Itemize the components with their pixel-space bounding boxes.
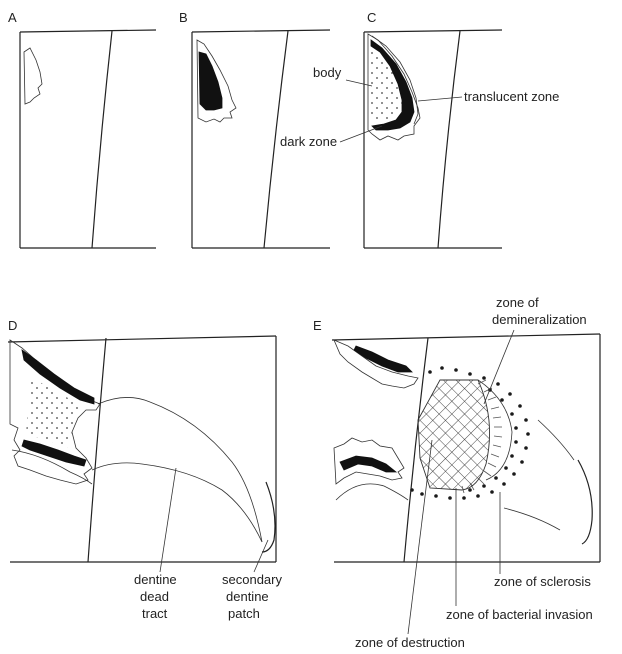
panel-e-dentine-line-lower	[504, 508, 560, 530]
dead-tract-line-2: dead	[140, 589, 169, 604]
zone-of-destruction	[418, 380, 490, 490]
panel-e: E	[313, 295, 600, 650]
panel-a-cavity	[24, 48, 42, 104]
panel-e-dentine-line-upper	[538, 420, 574, 460]
panel-e-label-bacterial: zone of bacterial invasion	[446, 607, 593, 622]
panel-d-dead-tract-lower	[92, 463, 262, 542]
panel-d: D dentine dead tract secondary dentine p…	[8, 318, 282, 621]
panel-c-label-dark: dark zone	[280, 134, 337, 149]
panel-b: B	[179, 10, 330, 248]
panel-e-upper-dark	[354, 346, 412, 372]
panel-e-leader-destruction	[408, 440, 432, 634]
dead-tract-line-3: tract	[142, 606, 168, 621]
dead-tract-line-1: dentine	[134, 572, 177, 587]
panel-e-secondary-dentine-patch	[578, 460, 592, 544]
panel-e-label-sclerosis: zone of sclerosis	[494, 574, 591, 589]
demineralization-line-2: demineralization	[492, 312, 587, 327]
panel-c-label-body: body	[313, 65, 342, 80]
secondary-line-3: patch	[228, 606, 260, 621]
panel-c-label-translucent: translucent zone	[464, 89, 559, 104]
panel-c-letter: C	[367, 10, 376, 25]
panel-d-letter: D	[8, 318, 17, 333]
panel-e-label-destruction: zone of destruction	[355, 635, 465, 650]
panel-b-dark-zone	[199, 52, 222, 110]
panel-d-dark-lower	[22, 440, 86, 466]
panel-d-leader-secondary	[254, 540, 268, 572]
secondary-line-2: dentine	[226, 589, 269, 604]
panel-c: C body translucent zone dark zone	[280, 10, 559, 248]
secondary-line-1: secondary	[222, 572, 282, 587]
panel-b-letter: B	[179, 10, 188, 25]
panel-e-lower-enamel	[336, 484, 408, 500]
panel-c-leader-translucent	[418, 97, 462, 101]
panel-d-dead-tract-upper	[98, 397, 262, 542]
panel-d-label-secondary: secondary dentine patch	[222, 572, 282, 621]
panel-e-letter: E	[313, 318, 322, 333]
panel-a-frame	[20, 30, 156, 248]
panel-e-lower-dark	[340, 456, 396, 472]
panel-a-letter: A	[8, 10, 17, 25]
panel-c-leader-dark	[340, 126, 382, 142]
demineralization-line-1: zone of	[496, 295, 539, 310]
panel-d-label-dead-tract: dentine dead tract	[134, 572, 177, 621]
panel-d-secondary-dentine-patch	[262, 482, 275, 552]
panel-e-label-demineralization: zone of demineralization	[492, 295, 587, 327]
panel-e-upper-cavity-outline	[334, 340, 418, 388]
panel-d-leader-dead-tract	[160, 468, 176, 572]
panel-a: A	[8, 10, 156, 248]
